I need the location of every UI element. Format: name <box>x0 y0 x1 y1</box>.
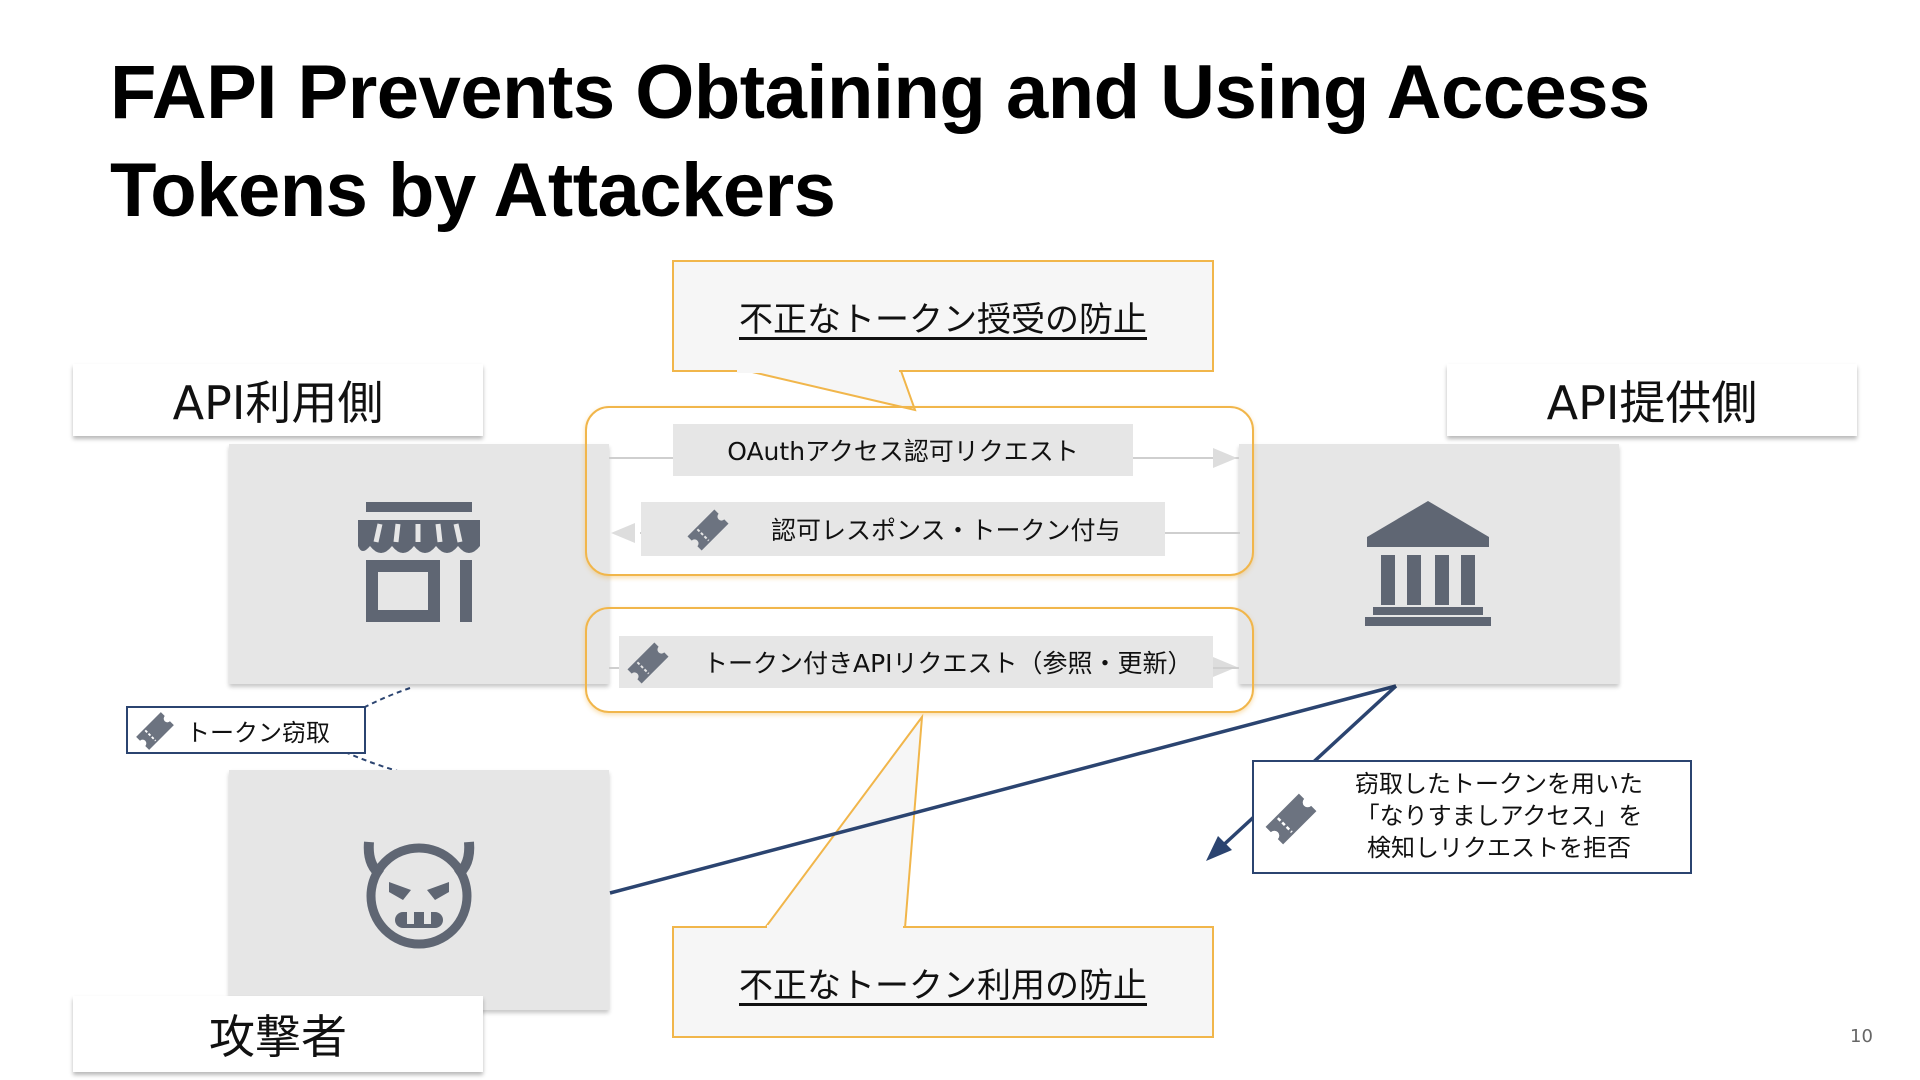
bottom-pointer-seam <box>767 925 903 931</box>
ticket-icon <box>136 712 174 750</box>
top-pointer-seam <box>737 367 899 373</box>
api-request-message: トークン付きAPIリクエスト（参照・更新） <box>619 636 1213 688</box>
auth-response-text: 認可レスポンス・トークン付与 <box>771 516 1121 545</box>
auth-request-text: OAuthアクセス認可リクエスト <box>727 437 1079 466</box>
auth-response-message: 認可レスポンス・トークン付与 <box>641 502 1165 556</box>
api-usage-group <box>585 607 1254 713</box>
provider-box <box>1239 444 1619 684</box>
rejection-note-line1: 窃取したトークンを用いた <box>1355 770 1643 798</box>
theft-label-text: トークン窃取 <box>186 718 330 747</box>
provider-label-text: API提供側 <box>1546 376 1758 430</box>
ticket-icon <box>1265 793 1317 845</box>
attacker-label: 攻撃者 <box>73 996 483 1072</box>
auth-request-arrowhead <box>1213 448 1237 468</box>
ticket-icon <box>687 509 729 551</box>
bank-icon <box>1365 501 1491 626</box>
client-label: API利用側 <box>73 364 483 436</box>
provider-label: API提供側 <box>1447 364 1857 436</box>
rejection-note-line3: 検知しリクエストを拒否 <box>1367 834 1631 862</box>
rejection-note-text: 窃取したトークンを用いた 「なりすましアクセス」を 検知しリクエストを拒否 <box>1314 768 1684 864</box>
rejection-arrowhead <box>1206 836 1232 861</box>
callout-token-exchange: 不正なトークン授受の防止 <box>672 260 1214 372</box>
client-box <box>229 444 609 684</box>
attacker-label-text: 攻撃者 <box>209 1010 347 1064</box>
auth-request-message: OAuthアクセス認可リクエスト <box>673 424 1133 476</box>
auth-response-arrowhead <box>611 523 635 543</box>
rejection-note-line2: 「なりすましアクセス」を <box>1355 802 1643 830</box>
rejection-note: 窃取したトークンを用いた 「なりすましアクセス」を 検知しリクエストを拒否 <box>1252 760 1692 874</box>
callout-token-usage: 不正なトークン利用の防止 <box>672 926 1214 1038</box>
page-number: 10 <box>1850 1026 1873 1047</box>
store-icon <box>358 502 480 622</box>
callout-token-exchange-text: 不正なトークン授受の防止 <box>739 299 1147 340</box>
attacker-request-line <box>609 684 1397 895</box>
theft-label: トークン窃取 <box>126 706 366 754</box>
slide-title: FAPI Prevents Obtaining and Using Access… <box>110 50 1650 233</box>
api-request-text: トークン付きAPIリクエスト（参照・更新） <box>703 649 1193 678</box>
ticket-icon <box>627 642 669 684</box>
callout-token-usage-text: 不正なトークン利用の防止 <box>739 965 1147 1006</box>
attacker-box <box>229 770 609 1010</box>
auth-exchange-group <box>585 406 1254 576</box>
client-label-text: API利用側 <box>172 376 384 430</box>
devil-face-icon <box>363 841 475 949</box>
